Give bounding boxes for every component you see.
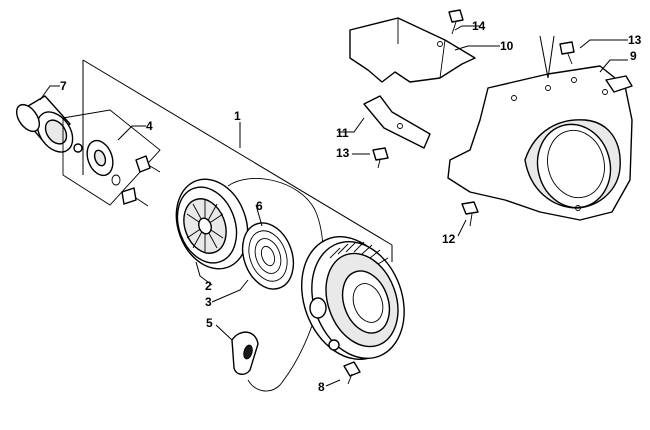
- callout-3: 3: [205, 295, 212, 309]
- callout-5: 5: [206, 316, 213, 330]
- callout-13-upper: 13: [628, 33, 642, 47]
- callout-2: 2: [205, 279, 212, 293]
- part-rope-handle: [231, 331, 259, 375]
- leader-lines: [39, 25, 628, 387]
- callout-7: 7: [60, 79, 67, 93]
- callout-12: 12: [442, 232, 456, 246]
- callout-11: 11: [336, 126, 349, 140]
- callout-1: 1: [234, 109, 241, 123]
- callout-13-lower: 13: [336, 146, 350, 160]
- part-housing-bolt: [343, 361, 361, 385]
- callout-9: 9: [630, 49, 637, 63]
- callout-10: 10: [500, 39, 514, 53]
- part-housing-bolt-lower: [461, 201, 479, 227]
- callout-4: 4: [146, 119, 153, 133]
- part-fan-housing: [447, 65, 633, 221]
- assembly-bracket: [82, 59, 393, 262]
- callout-8: 8: [318, 380, 325, 394]
- part-shroud-screw: [448, 9, 464, 35]
- part-starter-housing: [301, 236, 405, 360]
- part-starter-cup: [15, 95, 74, 153]
- part-bracket-bolt: [372, 147, 389, 169]
- part-housing-screw: [559, 41, 575, 65]
- part-ratchet-kit: [62, 109, 161, 207]
- callout-6: 6: [256, 199, 263, 213]
- callout-14: 14: [472, 19, 486, 33]
- callout-labels: 7 4 1 6 2 3 5 8 14 10 11 13 12 13 9: [60, 19, 642, 394]
- part-recoil-spring: [241, 222, 295, 290]
- part-upper-shroud: [349, 17, 476, 83]
- part-mount-bracket: [363, 95, 431, 149]
- part-rope-reel: [175, 178, 249, 270]
